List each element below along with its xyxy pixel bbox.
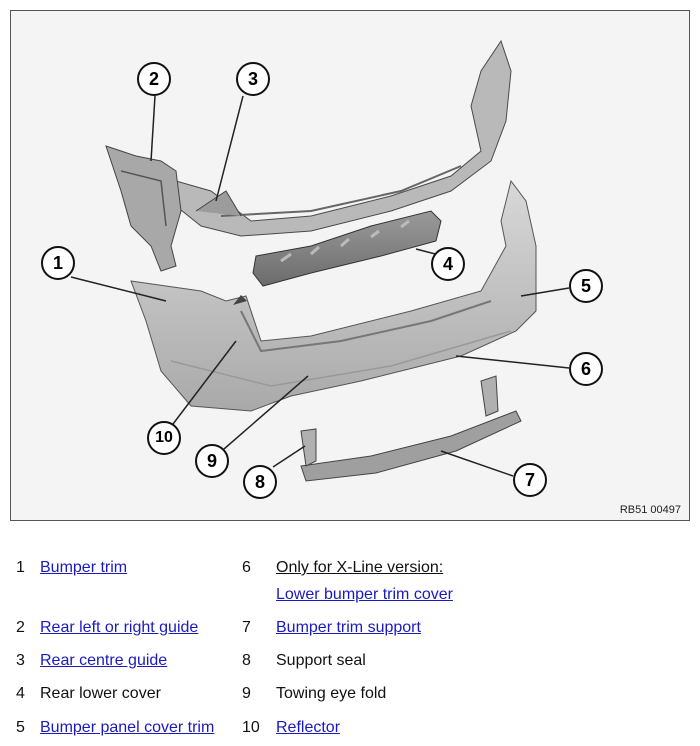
bumper-trim-part [130, 179, 537, 412]
exploded-diagram: 1 2 3 4 5 6 7 8 9 10 RB51 00497 [10, 10, 690, 521]
legend-number: 4 [16, 685, 25, 702]
bumper-trim-support-link[interactable]: Bumper trim support [276, 619, 421, 636]
legend-number: 9 [242, 685, 251, 702]
rear-centre-guide-link[interactable]: Rear centre guide [40, 652, 168, 669]
legend-label: Support seal [276, 652, 366, 669]
callout-9: 9 [195, 444, 229, 478]
rear-guide-link[interactable]: Rear left or right guide [40, 619, 199, 636]
callout-7: 7 [513, 463, 547, 497]
bumper-parts-drawing [70, 39, 570, 482]
legend-number: 5 [16, 719, 25, 736]
lower-bumper-trim-cover-link[interactable]: Lower bumper trim cover [276, 586, 453, 603]
callout-6: 6 [569, 352, 603, 386]
legend-number: 1 [16, 559, 25, 576]
legend-number: 8 [242, 652, 251, 669]
reflector-link[interactable]: Reflector [276, 719, 341, 736]
legend-label: Towing eye fold [276, 685, 387, 702]
callout-8: 8 [243, 465, 277, 499]
legend-number: 2 [16, 619, 25, 636]
callout-10: 10 [147, 421, 181, 455]
callout-4: 4 [431, 247, 465, 281]
bumper-trim-link[interactable]: Bumper trim [40, 559, 128, 576]
legend-number: 10 [242, 719, 260, 736]
legend-number: 3 [16, 652, 25, 669]
legend-number: 6 [242, 559, 251, 576]
legend-label: Rear lower cover [40, 685, 161, 702]
legend-number: 7 [242, 619, 251, 636]
rear-lower-cover-part [252, 210, 442, 287]
rear-centre-guide-part [175, 39, 512, 237]
callout-3: 3 [236, 62, 270, 96]
rear-left-guide-part [105, 145, 182, 272]
callout-2: 2 [137, 62, 171, 96]
callout-5: 5 [569, 269, 603, 303]
leader-lines [70, 95, 570, 477]
bumper-panel-cover-trim-link[interactable]: Bumper panel cover trim [40, 719, 215, 736]
figure-code: RB51 00497 [619, 504, 681, 516]
bumper-trim-support-part [300, 375, 522, 482]
callout-1: 1 [41, 246, 75, 280]
x-line-note: Only for X-Line version: [276, 559, 444, 576]
